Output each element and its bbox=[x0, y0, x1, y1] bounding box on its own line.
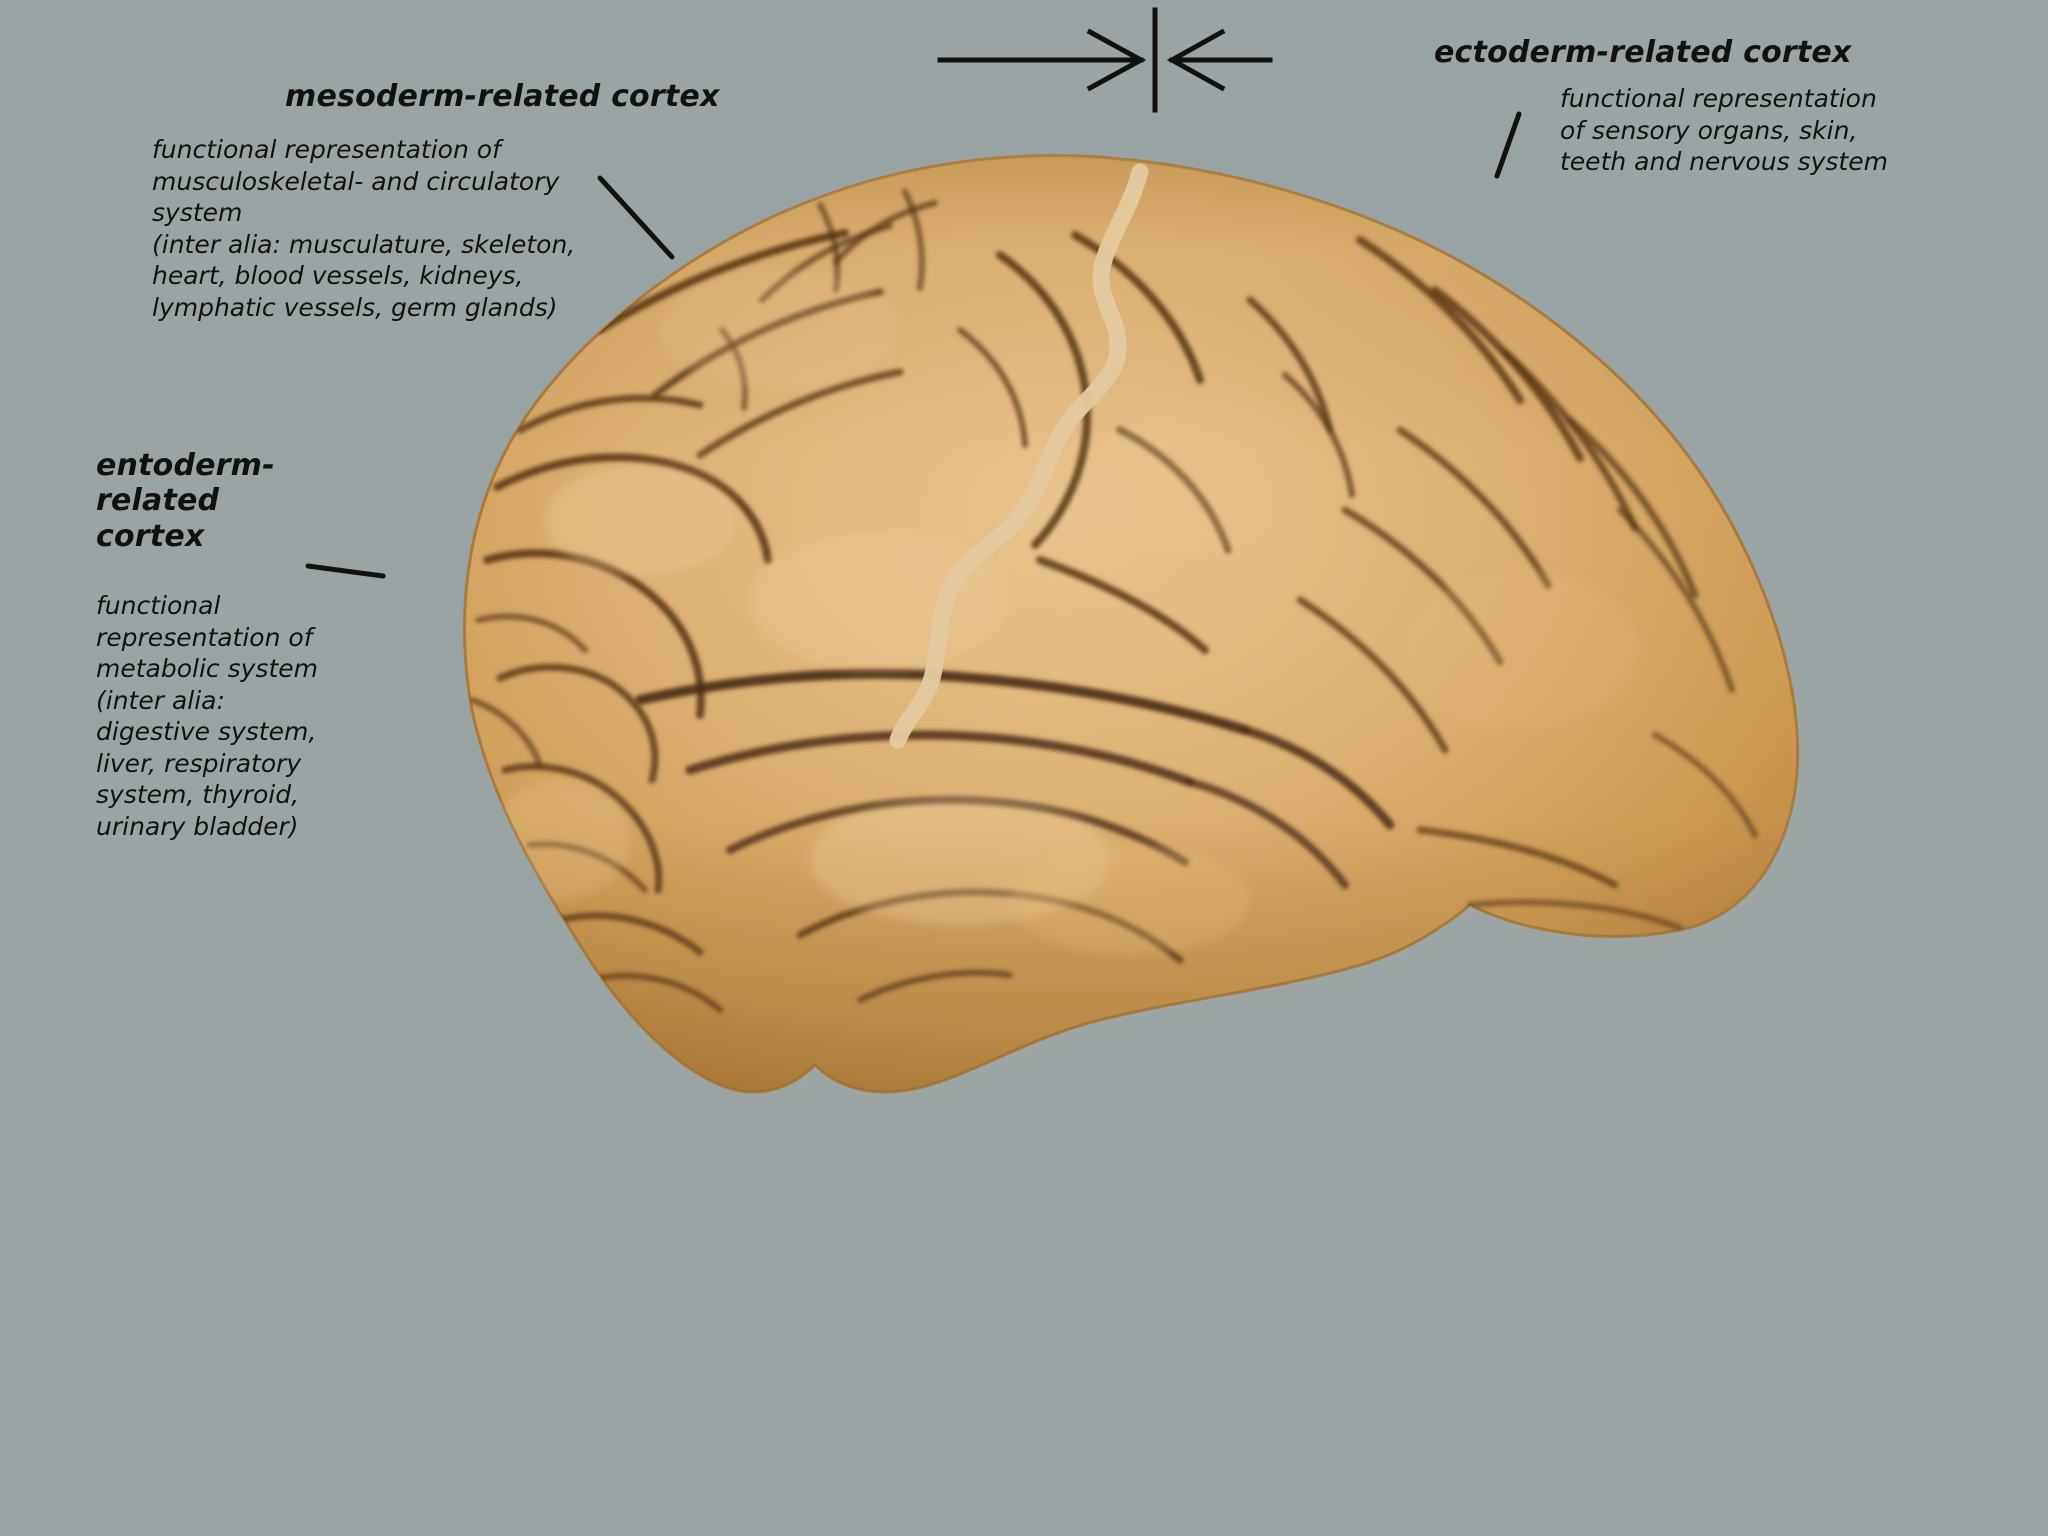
entoderm-description: functional representation of metabolic s… bbox=[96, 591, 318, 841]
mesoderm-description: functional representation of musculoskel… bbox=[152, 135, 576, 322]
ectoderm-heading: ectoderm-related cortex bbox=[1434, 35, 1852, 70]
sulci-frontal bbox=[469, 394, 772, 1013]
left-arrow-head bbox=[1086, 28, 1147, 92]
brain-illustration bbox=[463, 154, 1800, 1094]
ectoderm-description: functional representation of sensory org… bbox=[1560, 84, 1888, 176]
right-arrow-head bbox=[1166, 28, 1226, 92]
ectoderm-leader-line bbox=[1494, 111, 1522, 179]
entoderm-heading: entoderm- related cortex bbox=[96, 448, 275, 554]
central-sulcus-highlight bbox=[889, 163, 1149, 749]
gyral-highlights bbox=[490, 270, 1640, 955]
entoderm-leader-line bbox=[305, 563, 386, 579]
mesoderm-heading: mesoderm-related cortex bbox=[285, 79, 720, 114]
leader-lines bbox=[305, 111, 1522, 579]
mesoderm-leader-line bbox=[597, 175, 675, 260]
divider-and-arrows bbox=[937, 7, 1273, 113]
sulci-occipital bbox=[1296, 236, 1758, 931]
